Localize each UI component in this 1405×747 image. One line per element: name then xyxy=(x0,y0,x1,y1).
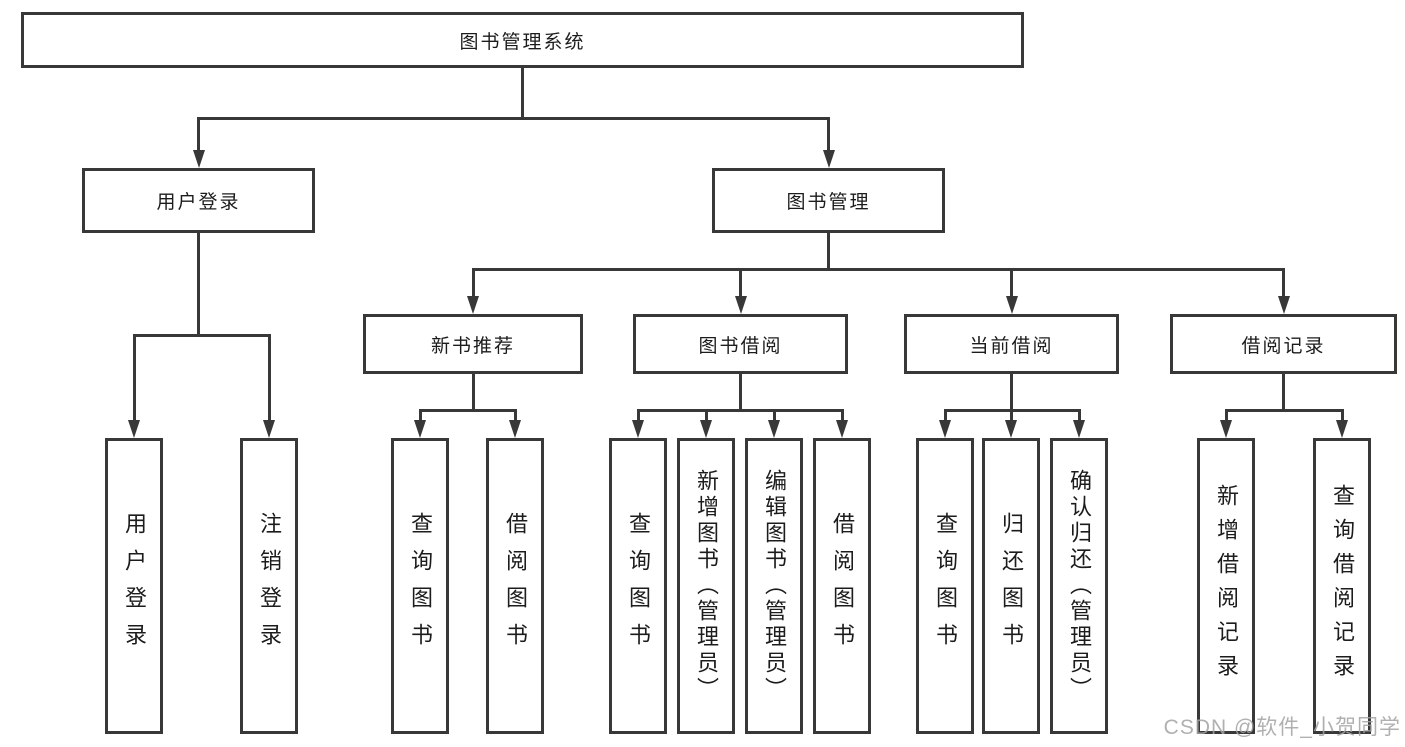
leaf-borrow-books-recommend: 借阅图书 xyxy=(486,438,544,734)
arrow-stem-recommendation xyxy=(471,270,475,297)
arrow-head-query-recommend xyxy=(414,420,426,438)
arrow-head-user-login xyxy=(192,150,205,168)
arrow-head-leaf-logout xyxy=(263,420,275,438)
arrow-stem-book-management xyxy=(827,118,830,151)
arrow-stem-edit-books xyxy=(772,410,776,422)
connector-records-trunk xyxy=(1282,374,1285,411)
arrow-head-query-record xyxy=(1336,420,1348,438)
node-current-borrowing: 当前借阅 xyxy=(904,314,1119,374)
arrow-stem-borrowing xyxy=(739,270,742,297)
connector-records-bar xyxy=(1224,409,1344,412)
leaf-query-books-recommend: 查询图书 xyxy=(391,438,449,734)
arrow-head-add-record xyxy=(1220,420,1232,438)
leaf-confirm-return-admin-label: 确认归还（管理员） xyxy=(1067,469,1092,703)
leaf-confirm-return-admin: 确认归还（管理员） xyxy=(1050,438,1108,734)
connector-login-trunk xyxy=(197,233,200,336)
leaf-return-books: 归还图书 xyxy=(982,438,1040,734)
arrow-head-recommendation xyxy=(467,296,479,314)
arrow-stem-confirm-return xyxy=(1077,410,1081,422)
arrow-stem-records xyxy=(1282,270,1285,297)
connector-recommendation-bar xyxy=(418,409,517,412)
arrow-head-confirm-return xyxy=(1073,420,1085,438)
arrow-head-borrowing xyxy=(734,296,747,314)
arrow-head-edit-books xyxy=(768,420,780,438)
arrow-head-current xyxy=(1005,296,1018,314)
connector-root-trunk xyxy=(521,68,524,119)
node-user-login: 用户登录 xyxy=(82,168,315,233)
node-borrowing-records: 借阅记录 xyxy=(1170,314,1397,374)
leaf-edit-books-admin-label: 编辑图书（管理员） xyxy=(762,469,787,703)
connector-recommendation-trunk xyxy=(471,374,475,411)
node-book-borrowing: 图书借阅 xyxy=(633,314,848,374)
arrow-stem-query-record xyxy=(1340,410,1344,422)
leaf-logout: 注销登录 xyxy=(240,438,298,734)
node-root-label: 图书管理系统 xyxy=(459,31,586,53)
connector-management-bar xyxy=(471,268,1285,271)
arrow-stem-user-login xyxy=(197,118,200,151)
watermark-text: CSDN @软件_小贺同学 xyxy=(1163,716,1401,739)
connector-borrowing-trunk xyxy=(739,374,742,411)
arrow-stem-leaf-user-login xyxy=(132,335,136,421)
arrow-stem-borrow-books xyxy=(840,410,844,422)
leaf-borrow-books-borrowing-label: 借阅图书 xyxy=(830,512,855,660)
leaf-query-books-current: 查询图书 xyxy=(916,438,974,734)
arrow-stem-current xyxy=(1010,270,1013,297)
leaf-add-books-admin: 新增图书（管理员） xyxy=(677,438,735,734)
arrow-head-add-books xyxy=(700,420,712,438)
leaf-logout-label: 注销登录 xyxy=(257,512,282,660)
leaf-query-books-current-label: 查询图书 xyxy=(933,512,958,660)
arrow-head-query-borrowing xyxy=(632,420,644,438)
arrow-stem-query-borrowing xyxy=(636,410,640,422)
leaf-query-borrow-record: 查询借阅记录 xyxy=(1313,438,1371,734)
leaf-add-books-admin-label: 新增图书（管理员） xyxy=(694,469,719,703)
node-new-book-recommendation: 新书推荐 xyxy=(363,314,583,374)
leaf-user-login: 用户登录 xyxy=(105,438,163,734)
leaf-add-borrow-record: 新增借阅记录 xyxy=(1197,438,1255,734)
arrow-head-return-books xyxy=(1005,420,1017,438)
leaf-user-login-label: 用户登录 xyxy=(122,512,147,660)
leaf-query-books-borrowing: 查询图书 xyxy=(609,438,667,734)
node-book-management: 图书管理 xyxy=(712,168,945,233)
arrow-stem-add-books xyxy=(704,410,708,422)
leaf-query-books-borrowing-label: 查询图书 xyxy=(626,512,651,660)
connector-current-trunk xyxy=(1010,374,1013,411)
arrow-head-leaf-user-login xyxy=(128,420,140,438)
node-book-borrowing-label: 图书借阅 xyxy=(698,335,783,357)
leaf-borrow-books-recommend-label: 借阅图书 xyxy=(503,512,528,660)
arrow-stem-return-books xyxy=(1009,410,1013,422)
leaf-return-books-label: 归还图书 xyxy=(999,512,1024,660)
arrow-stem-query-current xyxy=(943,410,947,422)
arrow-head-records xyxy=(1277,296,1290,314)
connector-borrowing-bar xyxy=(636,409,844,412)
node-user-login-label: 用户登录 xyxy=(156,192,241,213)
arrow-stem-leaf-logout xyxy=(267,335,271,421)
arrow-head-borrow-recommend xyxy=(509,420,521,438)
arrow-head-book-management xyxy=(822,150,835,168)
node-root: 图书管理系统 xyxy=(21,12,1024,68)
arrow-stem-add-record xyxy=(1224,410,1228,422)
leaf-add-borrow-record-label: 新增借阅记录 xyxy=(1214,484,1239,688)
leaf-query-borrow-record-label: 查询借阅记录 xyxy=(1330,484,1355,688)
node-new-book-recommendation-label: 新书推荐 xyxy=(430,335,515,357)
connector-root-bar xyxy=(197,117,830,120)
arrow-head-borrow-books xyxy=(836,420,848,438)
arrow-head-query-current xyxy=(939,420,951,438)
node-borrowing-records-label: 借阅记录 xyxy=(1241,335,1326,357)
arrow-stem-borrow-recommend xyxy=(513,410,517,422)
leaf-borrow-books-borrowing: 借阅图书 xyxy=(813,438,871,734)
node-book-management-label: 图书管理 xyxy=(786,192,871,213)
leaf-query-books-recommend-label: 查询图书 xyxy=(408,512,433,660)
node-current-borrowing-label: 当前借阅 xyxy=(969,335,1054,357)
connector-login-bar xyxy=(132,334,271,337)
leaf-edit-books-admin: 编辑图书（管理员） xyxy=(745,438,803,734)
connector-management-trunk xyxy=(827,233,830,271)
arrow-stem-query-recommend xyxy=(418,410,422,422)
